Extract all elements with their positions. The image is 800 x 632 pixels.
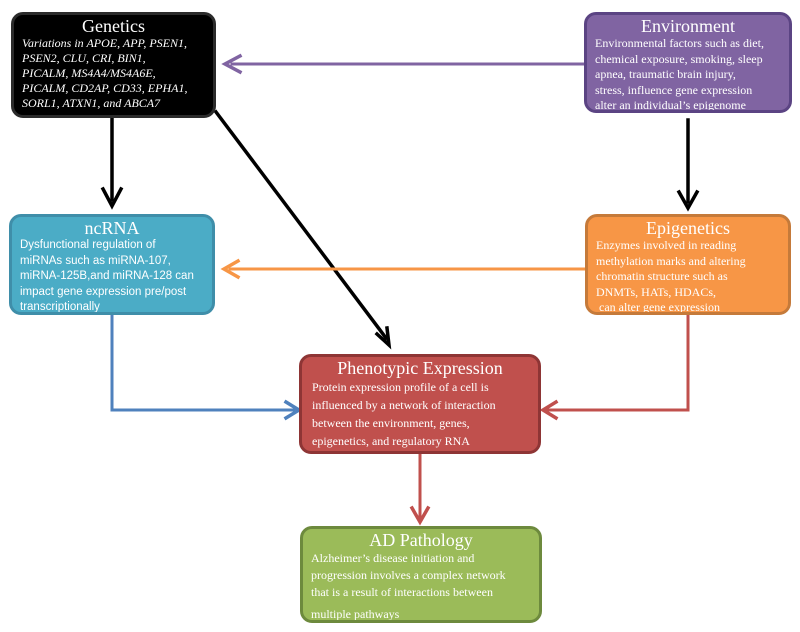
node-body: Enzymes involved in reading methylation … bbox=[588, 238, 788, 314]
node-body-line: apnea, traumatic brain injury, bbox=[595, 67, 736, 81]
edge-arrowhead bbox=[539, 399, 559, 421]
edge-line bbox=[546, 314, 690, 412]
node-body: Variations in APOE, APP, PSEN1, PSEN2, C… bbox=[14, 36, 213, 111]
node-body-line: Enzymes involved in reading bbox=[596, 238, 737, 252]
edge-epigenetics-to-phenotypic bbox=[539, 314, 690, 421]
node-body-line: DNMTs, HATs, HDACs, bbox=[596, 284, 716, 299]
node-title: ncRNA bbox=[84, 218, 140, 238]
edge-arrowhead bbox=[676, 189, 700, 212]
edge-environment-to-genetics bbox=[221, 53, 586, 75]
node-title: Epigenetics bbox=[646, 218, 730, 238]
node-body-line: transcriptionally bbox=[20, 301, 100, 313]
node-body-line: chromatin structure such as bbox=[596, 269, 728, 283]
node-title: AD Pathology bbox=[369, 530, 473, 550]
node-body-line: that is a result of interactions between bbox=[311, 585, 493, 599]
node-body-line: miRNAs such as miRNA-107, bbox=[20, 254, 171, 267]
edge-line bbox=[213, 109, 389, 341]
node-body-line: PICALM, CD2AP, CD33, EPHA1, bbox=[22, 81, 188, 95]
edge-ncrna-to-phenotypic bbox=[110, 314, 303, 421]
node-body: Alzheimer’s disease initiation and progr… bbox=[303, 550, 539, 621]
edge-arrowhead bbox=[374, 326, 392, 350]
node-body-line: Alzheimer’s disease initiation and bbox=[311, 551, 475, 565]
node-body-line: multiple pathways bbox=[311, 607, 400, 621]
node-body-line: progression involves a complex network bbox=[311, 568, 506, 582]
edge-environment-to-epigenetics bbox=[676, 118, 700, 212]
node-body-line: Variations in APOE, APP, PSEN1, bbox=[22, 36, 188, 50]
edge-phenotypic-to-ad-pathology bbox=[409, 453, 431, 526]
node-body-line: miRNA-125B,and miRNA-128 can bbox=[20, 270, 194, 282]
node-body-line: PSEN2, CLU, CRI, BIN1, bbox=[22, 51, 146, 65]
node-body: Environmental factors such as diet, chem… bbox=[587, 36, 789, 112]
node-body-line: between the environment, genes, bbox=[312, 416, 470, 430]
node-body-line: SORL1, ATXN1, and ABCA7 bbox=[22, 96, 161, 110]
edge-arrowhead bbox=[220, 258, 241, 280]
node-body-line: alter an individual’s epigenome bbox=[595, 98, 746, 112]
edge-epigenetics-to-ncrna bbox=[220, 258, 587, 280]
node-ncrna: ncRNA Dysfunctional regulation of miRNAs… bbox=[9, 214, 215, 315]
node-environment: Environment Environmental factors such a… bbox=[584, 12, 792, 113]
node-title: Environment bbox=[641, 16, 735, 36]
node-body-line: Environmental factors such as diet, bbox=[595, 36, 764, 50]
node-body-line: chemical exposure, smoking, sleep bbox=[595, 51, 763, 66]
node-title: Genetics bbox=[82, 16, 145, 36]
node-body-line: influenced by a network of interaction bbox=[312, 398, 496, 412]
node-body: Dysfunctional regulation of miRNAs such … bbox=[12, 238, 212, 313]
node-phenotypic-expression: Phenotypic Expression Protein expression… bbox=[299, 354, 541, 454]
edge-genetics-to-ncrna bbox=[100, 116, 124, 210]
node-genetics: Genetics Variations in APOE, APP, PSEN1,… bbox=[11, 12, 216, 118]
node-body-line: can alter gene expression bbox=[596, 300, 720, 314]
edge-arrowhead bbox=[221, 53, 243, 75]
node-body-line: Protein expression profile of a cell is bbox=[312, 380, 489, 394]
node-title: Phenotypic Expression bbox=[337, 358, 503, 378]
edge-arrowhead bbox=[100, 186, 124, 210]
node-body-line: epigenetics, and regulatory RNA bbox=[312, 434, 470, 448]
node-body-line: methylation marks and altering bbox=[596, 253, 746, 268]
node-body-line: impact gene expression pre/post bbox=[20, 285, 187, 298]
node-body-line: stress, influence gene expression bbox=[595, 82, 753, 97]
edge-arrowhead bbox=[409, 505, 431, 526]
node-body-line: PICALM, MS4A4/MS4A6E, bbox=[22, 66, 156, 80]
node-body-line: Dysfunctional regulation of bbox=[20, 239, 156, 251]
edge-line bbox=[110, 314, 296, 412]
node-epigenetics: Epigenetics Enzymes involved in reading … bbox=[585, 214, 791, 315]
node-body: Protein expression profile of a cell is … bbox=[302, 378, 538, 450]
node-ad-pathology: AD Pathology Alzheimer’s disease initiat… bbox=[300, 526, 542, 623]
edge-genetics-to-phenotypic bbox=[213, 109, 392, 350]
